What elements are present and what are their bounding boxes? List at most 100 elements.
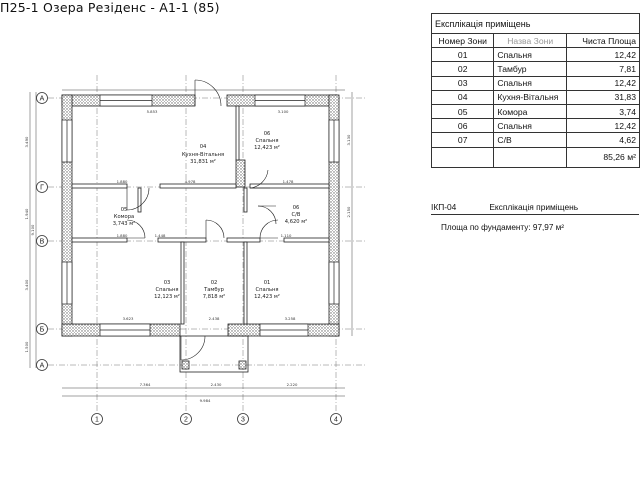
room-05-area: 3,743 м² <box>113 221 136 227</box>
dim-right-2: 2.150 <box>346 206 351 217</box>
table-caption: Експлікація приміщень <box>431 13 640 34</box>
row-area: 12,42 <box>566 118 640 134</box>
dim-bot-3: 3.258 <box>285 316 296 321</box>
room-01-area: 12,423 м² <box>254 294 280 300</box>
table-row: 04 Кухня-Вітальня 31,83 <box>430 89 640 105</box>
row-area: 3,74 <box>566 103 640 120</box>
room-06-name: Спальня <box>255 138 278 144</box>
row-name: Тамбур <box>493 61 568 77</box>
axis-label-row-3: В <box>40 239 45 246</box>
dim-bot-1: 3.623 <box>123 316 134 321</box>
axis-label-col-1: 1 <box>95 417 99 424</box>
interior-walls <box>71 105 330 325</box>
dim-left-2: 1.940 <box>24 208 29 219</box>
room-02-number: 02 <box>211 280 218 286</box>
row-number: 02 <box>430 61 495 77</box>
total-empty-2 <box>493 146 568 168</box>
room-03-area: 12,123 м² <box>154 294 180 300</box>
row-area: 4,62 <box>566 132 640 148</box>
total-empty-1 <box>430 146 495 168</box>
room-01-number: 01 <box>264 280 271 286</box>
room-05-name: Комора <box>114 214 134 220</box>
dim-overall: 9.984 <box>200 398 211 403</box>
room-03-number: 03 <box>164 280 171 286</box>
axis-label-row-5: А <box>40 363 45 370</box>
ikp-label: Експлікація приміщень <box>489 202 579 212</box>
header-zone-name: Назва Зони <box>493 32 568 49</box>
row-number: 07 <box>430 132 495 148</box>
row-name: Комора <box>493 103 568 120</box>
dim-low-2: 1.448 <box>155 233 166 238</box>
row-name: Кухня-Вітальня <box>493 89 568 105</box>
header-net-area: Чиста Площа <box>566 32 640 49</box>
room-sv-name: С/В <box>292 212 301 218</box>
dim-right-1: 3.130 <box>346 134 351 145</box>
row-number: 05 <box>430 103 495 120</box>
table-row: 05 Комора 3,74 <box>430 103 640 120</box>
total-area: 85,26 м² <box>566 146 640 168</box>
dim-out-2: 2.430 <box>211 382 222 387</box>
table-total-row: 85,26 м² <box>430 146 640 168</box>
axis-label-col-2: 2 <box>184 417 188 424</box>
dim-low-1: 1.880 <box>117 233 128 238</box>
axis-label-col-3: 3 <box>241 417 245 424</box>
doors <box>126 79 279 361</box>
room-04-number: 04 <box>200 144 207 150</box>
axis-label-row-4: Б <box>40 327 45 334</box>
axis-label-row-1: А <box>40 96 45 103</box>
dim-mid-3: 1.478 <box>283 179 294 184</box>
table-row: 01 Спальня 12,42 <box>430 47 640 63</box>
dim-left-4: 1.500 <box>24 341 29 352</box>
dim-top-2: 3.100 <box>278 109 289 114</box>
dim-mid-1: 1.880 <box>117 179 128 184</box>
foundation-area: Площа по фундаменту: 97,97 м² <box>441 223 565 232</box>
room-sv-area: 4,620 м² <box>285 219 308 225</box>
table-header-row: Номер Зони Назва Зони Чиста Площа <box>430 32 640 49</box>
room-06-number: 06 <box>264 131 271 137</box>
room-sv-number: 06 <box>293 205 300 211</box>
table-caption-row: Експлікація приміщень <box>431 13 640 34</box>
ikp-header: ІКП-04 Експлікація приміщень <box>431 202 639 215</box>
row-area: 12,42 <box>566 47 640 63</box>
room-05-number: 05 <box>121 207 128 213</box>
axis-bubbles <box>36 92 342 425</box>
room-04-area: 31,831 м² <box>190 159 216 165</box>
dim-low-3: 1.110 <box>281 233 292 238</box>
dim-top-1: 5.853 <box>147 109 158 114</box>
room-06-area: 12,423 м² <box>254 145 280 151</box>
row-number: 01 <box>430 47 495 63</box>
porch <box>179 335 249 373</box>
dim-left-1: 3.490 <box>24 136 29 147</box>
room-02-name: Тамбур <box>203 287 225 293</box>
room-schedule-table: Експлікація приміщень Номер Зони Назва З… <box>430 13 640 168</box>
room-04-name: Кухня-Вітальня <box>182 152 224 158</box>
room-02-area: 7,818 м² <box>203 294 226 300</box>
drawing-title: П25-1 Озера Резіденс - А1-1 (85) <box>0 0 220 15</box>
dim-mid-2: 4.978 <box>185 179 196 184</box>
dim-out-3: 2.220 <box>287 382 298 387</box>
dim-bot-2: 2.438 <box>209 316 220 321</box>
floor-plan: А Г В Б А 1 2 3 4 <box>24 75 365 425</box>
row-name: Спальня <box>493 118 568 134</box>
ikp-code: ІКП-04 <box>431 202 457 212</box>
row-name: С/В <box>493 132 568 148</box>
dim-left-total: 9.100 <box>30 224 35 235</box>
table-row: 02 Тамбур 7,81 <box>430 61 640 77</box>
table-row: 03 Спальня 12,42 <box>430 75 640 91</box>
axis-label-row-2: Г <box>40 185 44 192</box>
axis-label-col-4: 4 <box>334 417 338 424</box>
dimension-lines <box>29 89 353 397</box>
row-name: Спальня <box>493 47 568 63</box>
axis-grid <box>48 75 365 412</box>
row-number: 06 <box>430 118 495 134</box>
header-zone-number: Номер Зони <box>430 32 495 49</box>
row-number: 04 <box>430 89 495 105</box>
row-area: 31,83 <box>566 89 640 105</box>
table-row: 07 С/В 4,62 <box>430 132 640 148</box>
windows <box>61 94 340 337</box>
row-area: 12,42 <box>566 75 640 91</box>
row-name: Спальня <box>493 75 568 91</box>
dim-out-1: 7.364 <box>140 382 151 387</box>
room-03-name: Спальня <box>155 287 178 293</box>
table-row: 06 Спальня 12,42 <box>430 118 640 134</box>
